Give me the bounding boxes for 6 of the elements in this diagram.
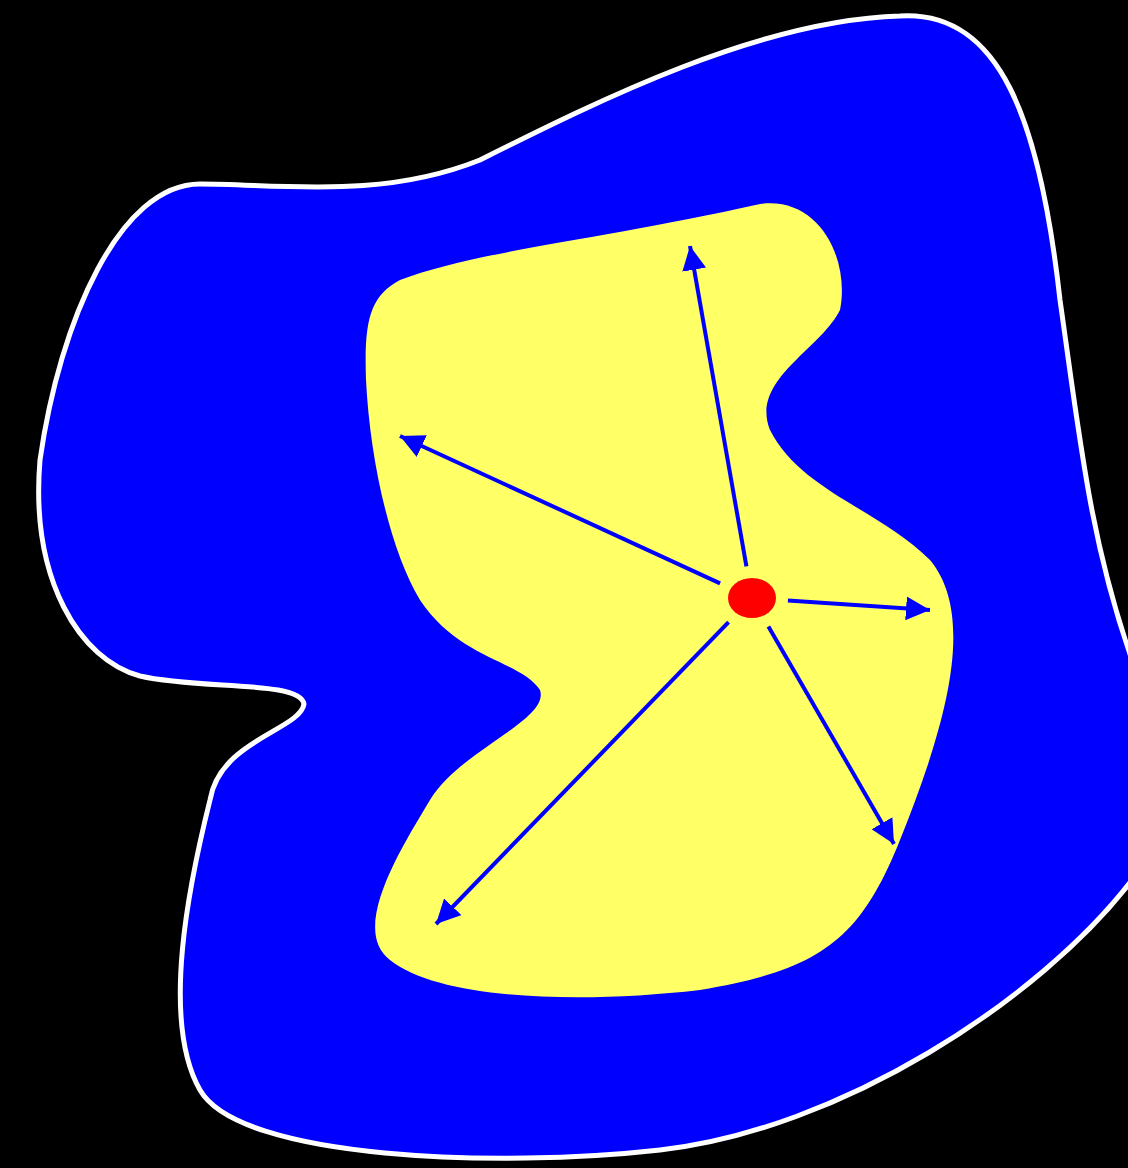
arrow: [399, 434, 721, 586]
arrow: [787, 596, 931, 621]
arrow: [766, 625, 896, 845]
arrow: [682, 245, 749, 567]
arrow: [434, 620, 730, 926]
source-dot: [728, 578, 776, 618]
